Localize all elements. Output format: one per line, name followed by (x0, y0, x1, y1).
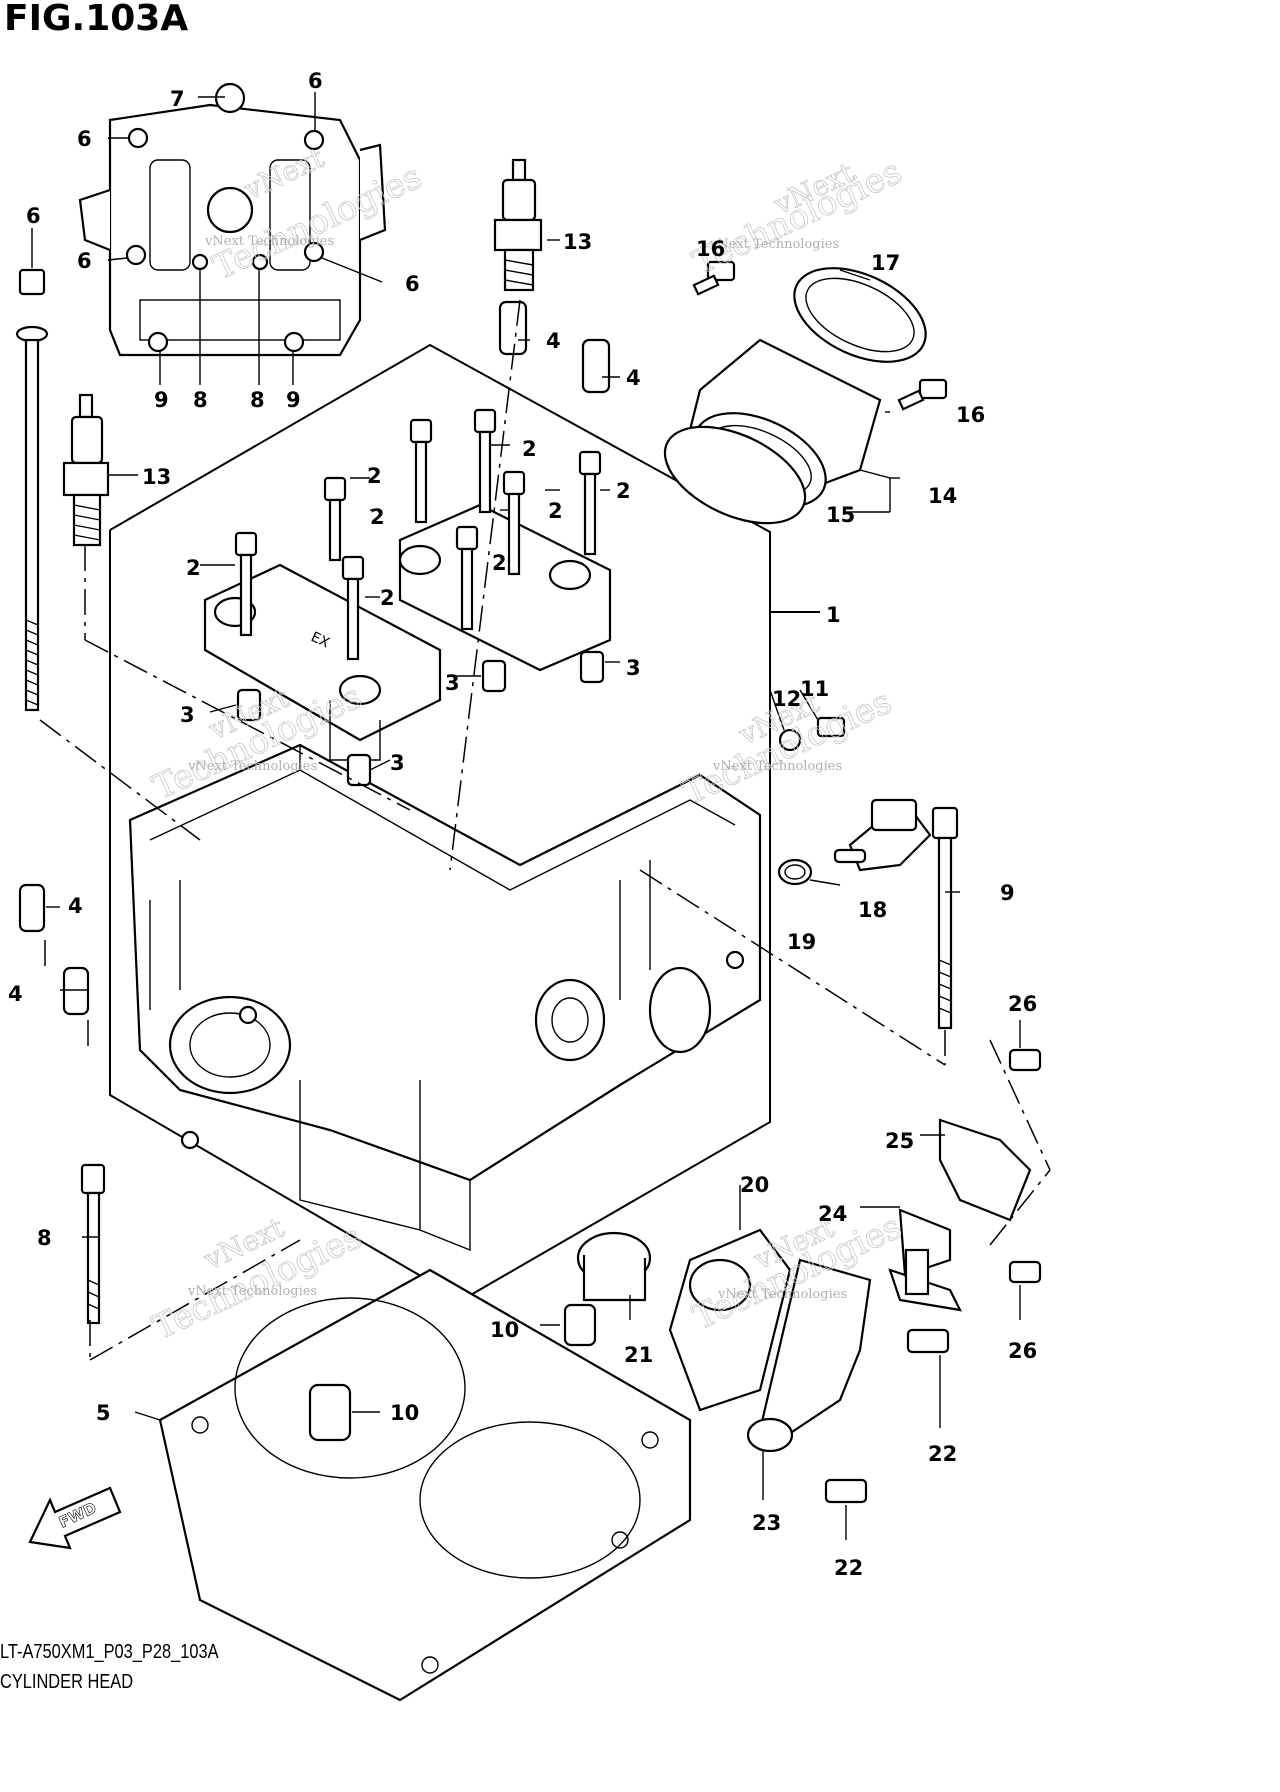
bolts-2-set (234, 408, 602, 661)
watermark-text: vNext Technologies (709, 237, 839, 252)
head-top-view-inset (78, 82, 387, 357)
callout-2: 2 (367, 464, 382, 488)
callout-1: 1 (826, 603, 841, 627)
phantom-lines (39, 299, 1051, 1361)
callout-15: 15 (826, 503, 855, 527)
drawing-code: LT-A750XM1_P03_P28_103A (0, 1641, 219, 1663)
thermostat-housing (576, 1048, 1042, 1504)
callout-26: 26 (1008, 1339, 1037, 1363)
cylinder-head-frame (109, 343, 820, 1302)
callout-2: 2 (522, 437, 537, 461)
callout-18: 18 (858, 898, 887, 922)
callout-12: 12 (772, 687, 801, 711)
callout-6: 6 (77, 249, 92, 273)
callout-10: 10 (490, 1318, 519, 1342)
callout-8: 8 (250, 388, 265, 412)
fwd-arrow-icon: FWD (28, 1486, 122, 1550)
spark-plug-13-top (493, 158, 543, 292)
callout-7: 7 (170, 87, 185, 111)
callout-16: 16 (956, 403, 985, 427)
callout-19: 19 (787, 930, 816, 954)
stud-bolt-6 (15, 268, 49, 712)
callout-9: 9 (1000, 881, 1015, 905)
callout-20: 20 (740, 1173, 769, 1197)
callout-25: 25 (885, 1129, 914, 1153)
bolt-9-right (931, 806, 959, 1030)
svg-text:EX: EX (308, 629, 332, 651)
callout-3: 3 (390, 751, 405, 775)
callout-3: 3 (445, 671, 460, 695)
callout-22: 22 (928, 1442, 957, 1466)
watermark-text: vNext Technologies (717, 1287, 847, 1302)
callout-2: 2 (186, 556, 201, 580)
callout-6: 6 (26, 204, 41, 228)
callout-2: 2 (616, 479, 631, 503)
callout-11: 11 (800, 677, 829, 701)
watermark-text: vNext Technologies (712, 759, 842, 774)
callout-9: 9 (286, 388, 301, 412)
callout-16: 16 (696, 237, 725, 261)
callout-13: 13 (563, 230, 592, 254)
callout-4: 4 (626, 366, 641, 390)
callout-2: 2 (370, 505, 385, 529)
callout-4: 4 (546, 329, 561, 353)
callout-2: 2 (380, 586, 395, 610)
watermark-text: vNext Technologies (204, 234, 334, 249)
callout-24: 24 (818, 1202, 847, 1226)
callout-10: 10 (390, 1401, 419, 1425)
callout-26: 26 (1008, 992, 1037, 1016)
spark-plug-13-left (62, 393, 110, 547)
bolt-8-left (80, 1163, 106, 1325)
callout-numbers: 1 2 2 2 2 2 2 2 2 3 3 3 3 4 4 4 4 5 6 6 … (8, 69, 1037, 1580)
figure-title: FIG.103A (4, 0, 189, 39)
callout-6: 6 (77, 127, 92, 151)
temp-sensor (777, 716, 932, 886)
callout-13: 13 (142, 465, 171, 489)
callout-6: 6 (405, 272, 420, 296)
callout-3: 3 (180, 703, 195, 727)
callout-21: 21 (624, 1343, 653, 1367)
intake-pipe-assembly (663, 260, 948, 525)
callout-8: 8 (193, 388, 208, 412)
callout-8: 8 (37, 1226, 52, 1250)
leader-lines (31, 92, 1021, 1540)
callout-4: 4 (8, 982, 23, 1006)
watermark-text: vNext Technologies (187, 759, 317, 774)
cylinder-head-body (128, 743, 762, 1252)
callout-3: 3 (626, 656, 641, 680)
callout-4: 4 (68, 894, 83, 918)
callout-9: 9 (154, 388, 169, 412)
watermark-text: vNext Technologies (187, 1284, 317, 1299)
callout-2: 2 (492, 551, 507, 575)
assembly-name: CYLINDER HEAD (0, 1671, 134, 1693)
callout-2: 2 (548, 499, 563, 523)
callout-6: 6 (308, 69, 323, 93)
callout-22: 22 (834, 1556, 863, 1580)
callout-14: 14 (928, 484, 957, 508)
head-gasket (158, 1268, 692, 1702)
callout-17: 17 (871, 251, 900, 275)
callout-5: 5 (96, 1401, 111, 1425)
callout-23: 23 (752, 1511, 781, 1535)
